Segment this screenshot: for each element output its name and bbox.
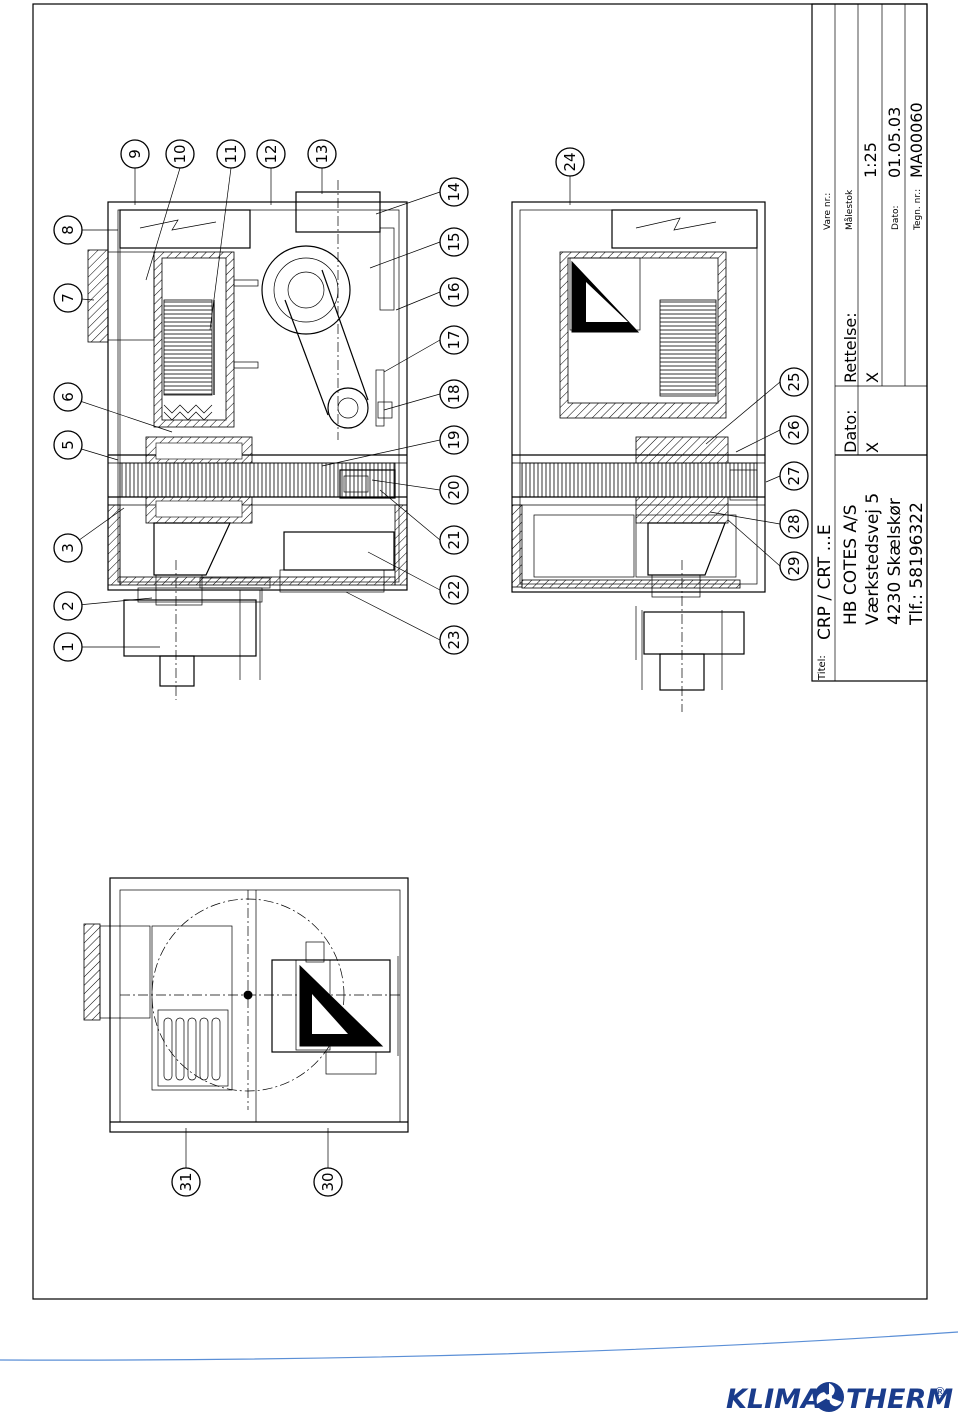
balloon-18: 18: [439, 379, 469, 409]
svg-text:9: 9: [126, 149, 144, 159]
balloon-7: 7: [53, 283, 83, 313]
svg-text:14: 14: [445, 182, 463, 201]
titel-value: CRP / CRT ...E: [815, 524, 835, 640]
svg-text:15: 15: [445, 232, 463, 251]
malestok-label: Målestok: [844, 189, 855, 230]
rettelse-value: X: [863, 372, 882, 383]
titel-label: Titel:: [817, 655, 828, 681]
svg-text:21: 21: [445, 530, 463, 549]
balloon-21: 21: [439, 525, 469, 555]
svg-text:19: 19: [445, 430, 463, 449]
balloon-19: 19: [439, 425, 469, 455]
svg-text:17: 17: [445, 330, 463, 349]
balloon-14: 14: [439, 177, 469, 207]
balloon-29: 29: [779, 551, 809, 581]
brand-right: THERM: [846, 1384, 953, 1415]
svg-text:7: 7: [59, 293, 77, 303]
balloon-12: 12: [256, 139, 286, 169]
svg-text:20: 20: [445, 480, 463, 499]
fan-logo-icon: [814, 1382, 844, 1412]
leader-lines: [67, 167, 781, 1168]
company-phone: Tlf.: 58196322: [907, 502, 927, 626]
balloon-23: 23: [439, 625, 469, 655]
balloon-group: 1 2 3 5 6 7 8 9 10 11 12 13 14 15 16 17 …: [53, 139, 809, 1197]
section-view-right: [511, 201, 766, 712]
dato-value: X: [863, 442, 882, 453]
dato2-value: 01.05.03: [885, 107, 904, 178]
tegn-value: MA00060: [907, 102, 926, 178]
svg-text:30: 30: [319, 1172, 337, 1191]
end-view-bottom: [83, 877, 409, 1133]
drawing-border: [32, 3, 928, 1300]
tegn-label: Tegn. nr.:: [913, 189, 923, 231]
svg-text:10: 10: [171, 144, 189, 163]
svg-text:23: 23: [445, 630, 463, 649]
balloon-22: 22: [439, 575, 469, 605]
svg-text:2: 2: [59, 601, 77, 611]
brand-left: KLIMA: [726, 1384, 822, 1415]
svg-text:13: 13: [313, 144, 331, 163]
brand-logo: KLIMA THERM ®: [726, 1382, 953, 1415]
rettelse-label: Rettelse:: [841, 312, 860, 383]
balloon-13: 13: [307, 139, 337, 169]
svg-text:26: 26: [785, 420, 803, 439]
balloon-31: 31: [171, 1167, 201, 1197]
dato2-label: Dato:: [891, 205, 901, 230]
balloon-20: 20: [439, 475, 469, 505]
balloon-28: 28: [779, 509, 809, 539]
svg-text:24: 24: [561, 152, 579, 171]
svg-text:22: 22: [445, 580, 463, 599]
svg-text:1: 1: [59, 642, 77, 652]
svg-text:6: 6: [59, 392, 77, 402]
svg-text:12: 12: [262, 144, 280, 163]
svg-text:11: 11: [222, 144, 240, 163]
footer-swoosh-line: [0, 1331, 959, 1361]
svg-text:29: 29: [785, 556, 803, 575]
company-street: Værkstedsvej 5: [863, 493, 883, 625]
svg-text:3: 3: [59, 543, 77, 553]
company-name: HB COTES A/S: [841, 504, 861, 625]
vare-label: Vare nr.:: [823, 193, 833, 230]
balloon-25: 25: [779, 367, 809, 397]
balloon-1: 1: [53, 632, 83, 662]
balloon-6: 6: [53, 382, 83, 412]
svg-text:31: 31: [177, 1172, 195, 1191]
company-city: 4230 Skælskør: [885, 498, 905, 625]
brand-registered: ®: [934, 1385, 946, 1399]
title-block: Titel: CRP / CRT ...E HB COTES A/S Værks…: [811, 3, 928, 682]
balloon-24: 24: [555, 147, 585, 177]
balloon-10: 10: [165, 139, 195, 169]
balloon-8: 8: [53, 215, 83, 245]
malestok-value: 1:25: [861, 142, 880, 178]
svg-text:5: 5: [59, 440, 77, 450]
dato-label: Dato:: [841, 409, 860, 453]
balloon-3: 3: [53, 533, 83, 563]
balloon-5: 5: [53, 430, 83, 460]
section-view-left: [87, 180, 408, 700]
balloon-15: 15: [439, 227, 469, 257]
balloon-16: 16: [439, 277, 469, 307]
balloon-9: 9: [120, 139, 150, 169]
svg-text:28: 28: [785, 514, 803, 533]
svg-text:27: 27: [785, 466, 803, 485]
balloon-26: 26: [779, 415, 809, 445]
svg-text:8: 8: [59, 225, 77, 235]
svg-text:18: 18: [445, 384, 463, 403]
balloon-11: 11: [216, 139, 246, 169]
balloon-17: 17: [439, 325, 469, 355]
svg-text:16: 16: [445, 282, 463, 301]
balloon-27: 27: [779, 461, 809, 491]
balloon-2: 2: [53, 591, 83, 621]
svg-text:25: 25: [785, 372, 803, 391]
balloon-30: 30: [313, 1167, 343, 1197]
